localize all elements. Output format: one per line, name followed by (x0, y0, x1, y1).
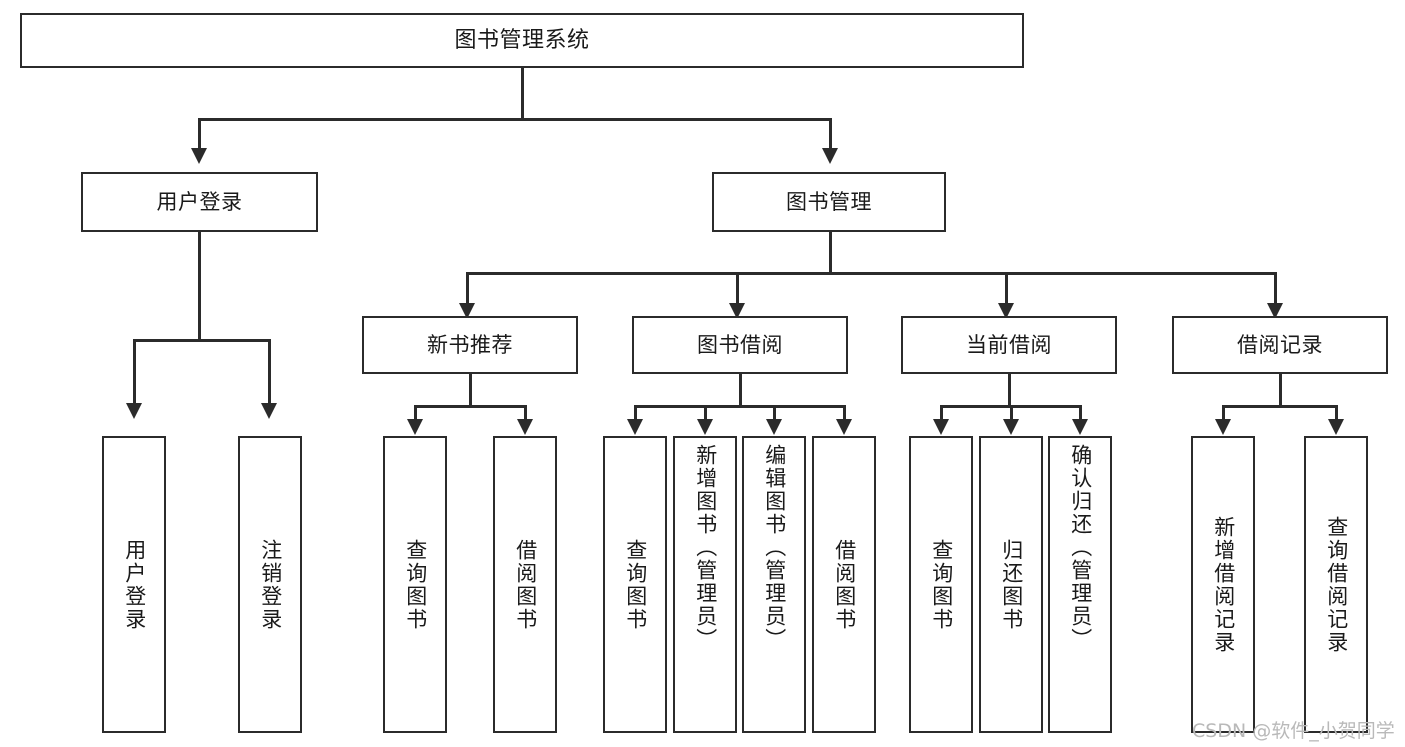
arrowhead-borrow-record-to-leaf-1 (1215, 419, 1231, 435)
arrowhead-user-login-to-leaf-1 (126, 403, 142, 419)
node-label: 编辑图书（管理员） (762, 444, 787, 651)
connector-book-borrow-to-leaf-4 (843, 405, 846, 421)
arrowhead-root-to-user-login (191, 148, 207, 164)
node-label: 用户登录 (156, 189, 243, 214)
connector-user-login-to-leaf-1 (133, 339, 136, 405)
leaf-query-book-borrow[interactable]: 查询图书 (603, 436, 667, 733)
node-label: 归还图书 (999, 538, 1024, 631)
connector-root-bus (198, 118, 832, 121)
connector-borrow-record-to-leaf-2 (1335, 405, 1338, 421)
node-label: 新书推荐 (427, 332, 513, 357)
node-label: 当前借阅 (966, 332, 1052, 357)
leaf-query-book-current[interactable]: 查询图书 (909, 436, 973, 733)
connector-root-stem (521, 68, 524, 120)
connector-book-borrow-to-leaf-3 (773, 405, 776, 421)
connector-user-login-bus (133, 339, 271, 342)
connector-new-book-to-leaf-2 (524, 405, 527, 421)
leaf-query-book-recommend[interactable]: 查询图书 (383, 436, 447, 733)
node-label: 查询图书 (403, 538, 428, 631)
connector-current-borrow-stem (1008, 374, 1011, 408)
arrowhead-book-mgmt-to-l3-4 (1267, 303, 1283, 319)
connector-user-login-to-leaf-2 (268, 339, 271, 405)
node-user-login[interactable]: 用户登录 (81, 172, 318, 232)
node-root-system[interactable]: 图书管理系统 (20, 13, 1024, 68)
arrowhead-current-borrow-to-leaf-3 (1072, 419, 1088, 435)
connector-current-borrow-to-leaf-2 (1010, 405, 1013, 421)
leaf-query-borrow-record[interactable]: 查询借阅记录 (1304, 436, 1368, 733)
connector-user-login-stem (198, 232, 201, 341)
connector-new-book-to-leaf-1 (414, 405, 417, 421)
node-label: 借阅图书 (832, 538, 857, 631)
node-label: 查询图书 (623, 538, 648, 631)
connector-book-borrow-to-leaf-2 (704, 405, 707, 421)
connector-borrow-record-to-leaf-1 (1222, 405, 1225, 421)
arrowhead-new-book-to-leaf-2 (517, 419, 533, 435)
leaf-add-book-admin[interactable]: 新增图书（管理员） (673, 436, 737, 733)
connector-new-book-stem (469, 374, 472, 408)
arrowhead-new-book-to-leaf-1 (407, 419, 423, 435)
arrowhead-current-borrow-to-leaf-2 (1003, 419, 1019, 435)
connector-book-mgmt-to-l3-2 (736, 272, 739, 305)
node-label: 图书管理 (786, 189, 872, 214)
arrowhead-book-borrow-to-leaf-2 (697, 419, 713, 435)
connector-book-borrow-to-leaf-1 (634, 405, 637, 421)
leaf-borrow-book-recommend[interactable]: 借阅图书 (493, 436, 557, 733)
leaf-return-book[interactable]: 归还图书 (979, 436, 1043, 733)
connector-book-mgmt-stem (829, 232, 832, 274)
node-label: 借阅图书 (513, 538, 538, 631)
node-label: 图书借阅 (697, 332, 783, 357)
arrowhead-user-login-to-leaf-2 (261, 403, 277, 419)
connector-book-mgmt-to-l3-1 (466, 272, 469, 305)
node-book-management[interactable]: 图书管理 (712, 172, 946, 232)
leaf-user-logout[interactable]: 注销登录 (238, 436, 302, 733)
connector-current-borrow-to-leaf-1 (940, 405, 943, 421)
connector-book-mgmt-bus (466, 272, 1277, 275)
connector-root-to-user-login (198, 118, 201, 150)
arrowhead-book-mgmt-to-l3-3 (998, 303, 1014, 319)
connector-current-borrow-to-leaf-3 (1079, 405, 1082, 421)
leaf-user-login[interactable]: 用户登录 (102, 436, 166, 733)
node-label: 用户登录 (122, 538, 147, 631)
connector-new-book-bus (414, 405, 527, 408)
connector-borrow-record-bus (1222, 405, 1338, 408)
connector-book-borrow-bus (634, 405, 846, 408)
leaf-add-borrow-record[interactable]: 新增借阅记录 (1191, 436, 1255, 733)
node-label: 图书管理系统 (454, 27, 590, 53)
connector-root-to-book-mgmt (829, 118, 832, 150)
arrowhead-book-borrow-to-leaf-4 (836, 419, 852, 435)
node-label: 查询图书 (929, 538, 954, 631)
node-label: 注销登录 (258, 538, 283, 631)
arrowhead-book-mgmt-to-l3-1 (459, 303, 475, 319)
leaf-edit-book-admin[interactable]: 编辑图书（管理员） (742, 436, 806, 733)
connector-book-mgmt-to-l3-4 (1274, 272, 1277, 305)
arrowhead-book-mgmt-to-l3-2 (729, 303, 745, 319)
node-label: 确认归还（管理员） (1068, 444, 1093, 651)
leaf-borrow-book[interactable]: 借阅图书 (812, 436, 876, 733)
node-label: 借阅记录 (1237, 332, 1323, 357)
connector-book-mgmt-to-l3-3 (1005, 272, 1008, 305)
node-borrow-record[interactable]: 借阅记录 (1172, 316, 1388, 374)
connector-book-borrow-stem (739, 374, 742, 408)
arrowhead-current-borrow-to-leaf-1 (933, 419, 949, 435)
arrowhead-book-borrow-to-leaf-3 (766, 419, 782, 435)
node-label: 新增图书（管理员） (693, 444, 718, 651)
arrowhead-borrow-record-to-leaf-2 (1328, 419, 1344, 435)
arrowhead-root-to-book-mgmt (822, 148, 838, 164)
node-new-book-recommend[interactable]: 新书推荐 (362, 316, 578, 374)
leaf-confirm-return-admin[interactable]: 确认归还（管理员） (1048, 436, 1112, 733)
node-current-borrow[interactable]: 当前借阅 (901, 316, 1117, 374)
node-label: 查询借阅记录 (1324, 515, 1349, 654)
node-label: 新增借阅记录 (1211, 515, 1236, 654)
connector-borrow-record-stem (1279, 374, 1282, 408)
arrowhead-book-borrow-to-leaf-1 (627, 419, 643, 435)
node-book-borrow[interactable]: 图书借阅 (632, 316, 848, 374)
